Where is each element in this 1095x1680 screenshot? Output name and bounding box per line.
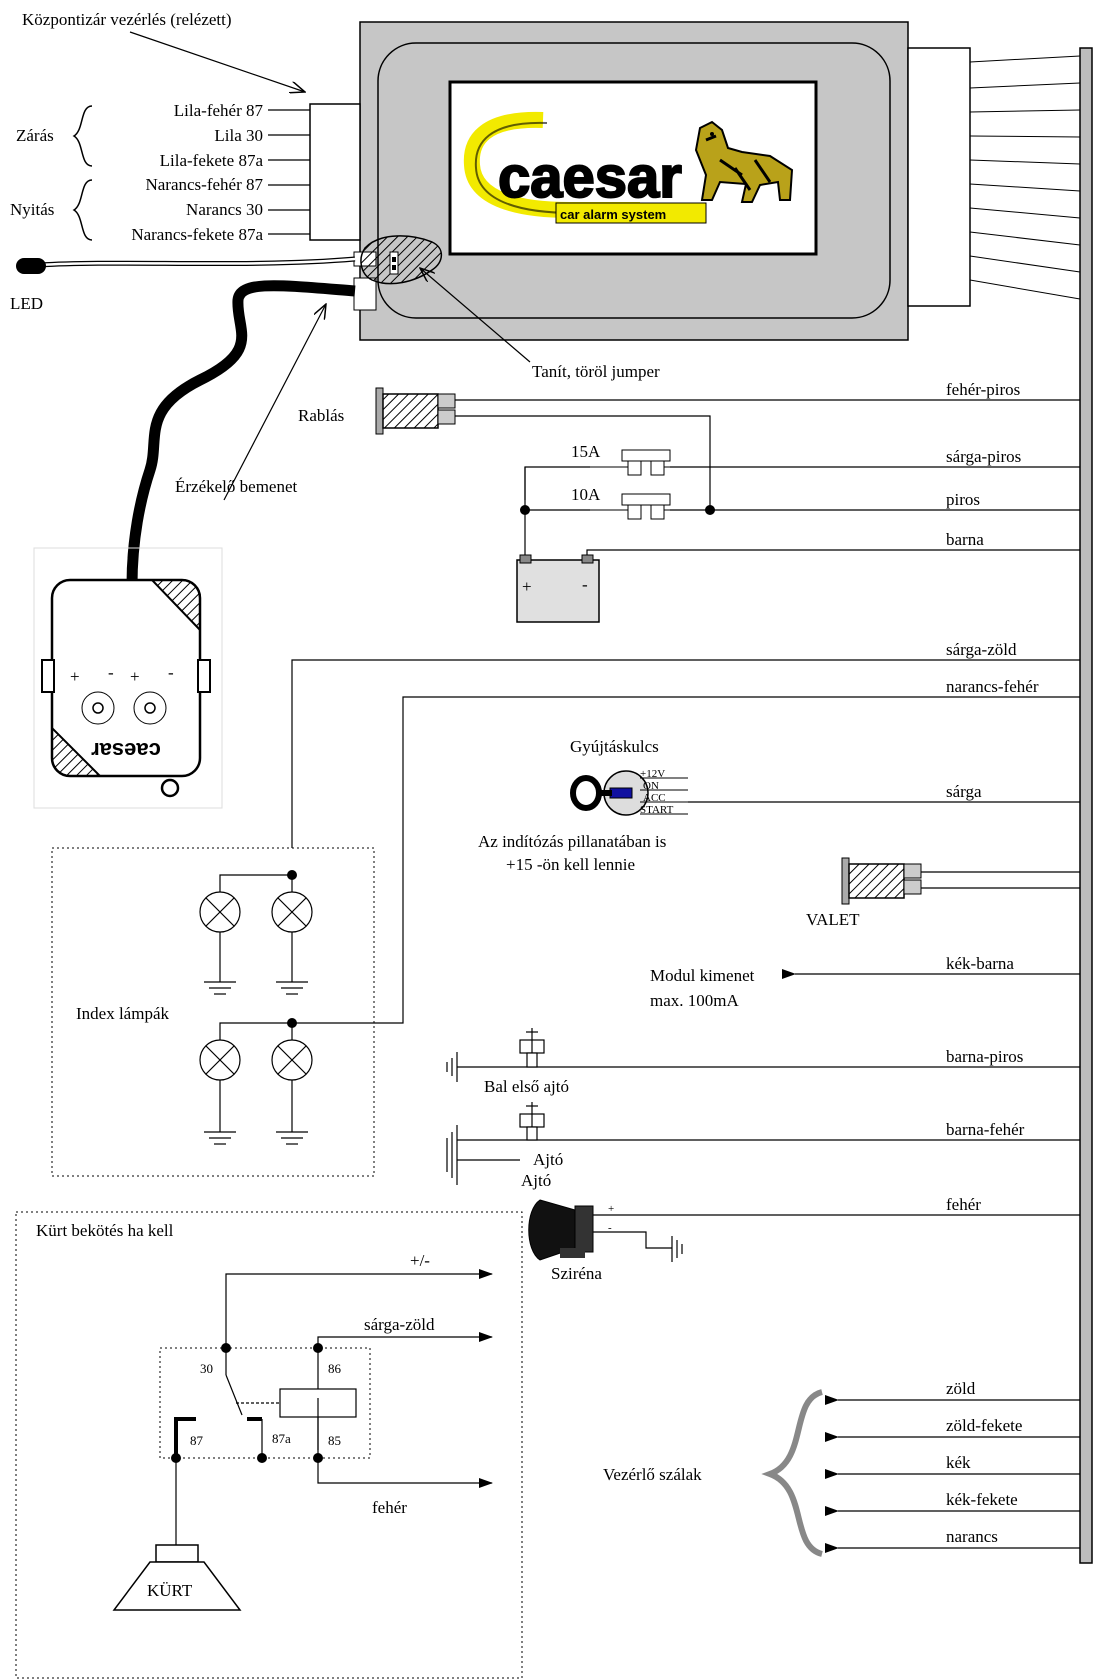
- wire-labels: fehér-piros sárga-piros piros barna sárg…: [946, 380, 1039, 1214]
- siren-label: Sziréna: [551, 1264, 602, 1283]
- pin-label: Lila-fehér 87: [174, 101, 264, 120]
- logo-subtitle: car alarm system: [560, 207, 666, 222]
- control-wire-label: narancs: [946, 1527, 998, 1546]
- central-lock-labels: Központizár vezérlés (relézett) Lila-feh…: [10, 10, 310, 244]
- ignition-note: Az indítózás pillanatában is: [478, 832, 666, 851]
- sensor-minus-label: -: [108, 663, 114, 682]
- module-wire-fan: [969, 55, 1081, 300]
- ignition-key: Gyújtáskulcs +12V ON ACC START Az indító…: [478, 737, 688, 874]
- horn-out-white: fehér: [372, 1498, 407, 1517]
- wire-label: sárga-zöld: [946, 640, 1017, 659]
- robbery-switch: Rablás: [298, 387, 456, 435]
- horn-label: KÜRT: [147, 1581, 193, 1600]
- alarm-module: caesar car alarm system: [309, 21, 971, 341]
- pin-label: Lila-fekete 87a: [160, 151, 264, 170]
- relay-pin-label: 30: [200, 1361, 213, 1376]
- sensor-plus-label: +: [130, 667, 140, 686]
- relay-pin-label: 86: [328, 1361, 342, 1376]
- sensor-minus-label: -: [168, 663, 174, 682]
- pin-label: Narancs-fekete 87a: [131, 225, 263, 244]
- horn-out-plus-minus: +/-: [410, 1251, 430, 1270]
- ignition-pos: START: [640, 804, 674, 816]
- sensor-cable: [126, 280, 356, 586]
- sensor-plus-label: +: [70, 667, 80, 686]
- wire-harness: [1079, 47, 1093, 1564]
- wire-label: fehér: [946, 1195, 981, 1214]
- battery-minus: -: [582, 575, 588, 594]
- sensor-input-label: Érzékelő bemenet: [175, 477, 298, 496]
- wire-label: barna-fehér: [946, 1120, 1025, 1139]
- wire-label: fehér-piros: [946, 380, 1020, 399]
- shock-sensor: + - + - caesar: [33, 547, 223, 809]
- wire-label: narancs-fehér: [946, 677, 1039, 696]
- wire-label: sárga: [946, 782, 982, 801]
- horn-box-title: Kürt bekötés ha kell: [36, 1221, 174, 1240]
- pin-label: Narancs-fehér 87: [145, 175, 263, 194]
- horn-icon: KÜRT: [112, 1544, 242, 1611]
- front-left-door-label: Bal első ajtó: [484, 1077, 569, 1096]
- central-lock-label: Központizár vezérlés (relézett): [22, 10, 232, 29]
- valet-switch: VALET: [806, 857, 922, 929]
- caesar-logo: caesar car alarm system: [463, 111, 794, 224]
- fuses: 15A 10A: [520, 442, 715, 520]
- ignition-pos: ON: [643, 780, 659, 792]
- control-wire-label: kék: [946, 1453, 971, 1472]
- siren-plus: +: [608, 1203, 614, 1215]
- horn-out-yellow-green: sárga-zöld: [364, 1315, 435, 1334]
- battery-plus: +: [522, 577, 532, 596]
- wire-label: piros: [946, 490, 980, 509]
- door-label: Ajtó: [533, 1150, 563, 1169]
- logo-text: caesar: [498, 145, 682, 210]
- fuse-15a-label: 15A: [571, 442, 601, 461]
- brace-icon: [72, 105, 93, 167]
- dog-icon: [694, 120, 794, 203]
- ignition-note: +15 -ön kell lennie: [506, 855, 635, 874]
- jumper-label: Tanít, töröl jumper: [532, 362, 660, 381]
- led: LED: [10, 256, 356, 313]
- ignition-pos: +12V: [640, 768, 665, 780]
- led-label: LED: [10, 294, 43, 313]
- wire-label: sárga-piros: [946, 447, 1021, 466]
- siren-minus: -: [608, 1222, 612, 1234]
- module-output-label: Modul kimenet: [650, 966, 755, 985]
- led-icon: [16, 258, 46, 274]
- module-output-max: max. 100mA: [650, 991, 739, 1010]
- robbery-label: Rablás: [298, 406, 344, 425]
- brace-icon: [761, 1389, 824, 1557]
- fuse-10a-label: 10A: [571, 485, 601, 504]
- valet-label: VALET: [806, 910, 860, 929]
- wire-label: barna: [946, 530, 984, 549]
- control-wires-label: Vezérlő szálak: [603, 1465, 702, 1484]
- pin-label: Lila 30: [214, 126, 263, 145]
- right-wire-lines: [291, 399, 1080, 1216]
- door-label: Ajtó: [521, 1171, 551, 1190]
- control-wires: zöld zöld-fekete kék kék-fekete narancs …: [603, 1379, 1080, 1557]
- sensor-brand: caesar: [91, 738, 161, 763]
- wire-label: kék-barna: [946, 954, 1014, 973]
- ignition-key-label: Gyújtáskulcs: [570, 737, 659, 756]
- door-switches: [446, 1028, 545, 1185]
- control-wire-label: zöld: [946, 1379, 976, 1398]
- index-lamps: Index lámpák: [51, 847, 375, 1177]
- open-group-label: Nyitás: [10, 200, 54, 219]
- wire-label: barna-piros: [946, 1047, 1023, 1066]
- ignition-pos: ACC: [643, 792, 666, 804]
- control-wire-label: kék-fekete: [946, 1490, 1018, 1509]
- pin-label: Narancs 30: [186, 200, 263, 219]
- siren: + - Sziréna: [528, 1199, 683, 1283]
- relay-pin-label: 85: [328, 1433, 341, 1448]
- relay-pin-label: 87a: [272, 1431, 291, 1446]
- horn-box: Kürt bekötés ha kell: [15, 1211, 523, 1679]
- control-wire-label: zöld-fekete: [946, 1416, 1022, 1435]
- index-lamps-label: Index lámpák: [76, 1004, 169, 1023]
- close-group-label: Zárás: [16, 126, 54, 145]
- battery: + -: [516, 554, 600, 623]
- brace-icon: [72, 179, 93, 241]
- relay-pin-label: 87: [190, 1433, 204, 1448]
